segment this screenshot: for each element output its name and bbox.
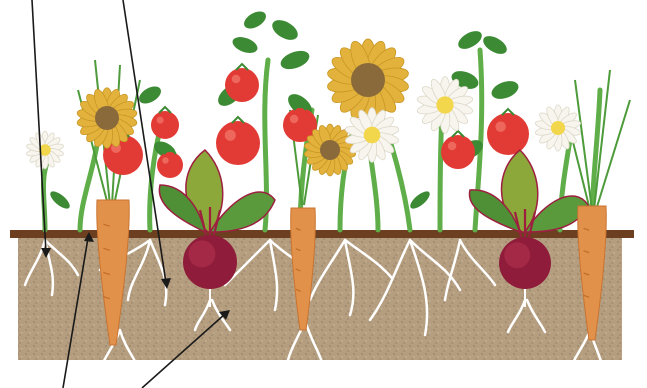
- tomato-highlight: [495, 121, 506, 131]
- tomato-highlight: [448, 142, 457, 151]
- daisy-center: [551, 121, 565, 135]
- tomato-highlight: [157, 117, 164, 124]
- tomato: [225, 68, 259, 102]
- beet-highlight: [188, 240, 215, 267]
- tomato: [216, 121, 260, 165]
- daisy-center: [364, 127, 381, 144]
- tomato-highlight: [225, 130, 236, 141]
- tomato-highlight: [162, 157, 169, 164]
- daisy-center: [436, 96, 453, 113]
- tomato: [151, 111, 179, 139]
- pointer-line: [32, 0, 46, 252]
- sunflower-center: [95, 106, 119, 130]
- tomato: [157, 152, 183, 178]
- tomato-highlight: [290, 115, 299, 124]
- sunflower-center: [320, 140, 340, 160]
- tomato: [441, 135, 475, 169]
- tomato-highlight: [232, 75, 241, 84]
- beet-highlight: [504, 242, 530, 268]
- sunflower-center: [351, 63, 385, 97]
- tomato: [487, 113, 529, 155]
